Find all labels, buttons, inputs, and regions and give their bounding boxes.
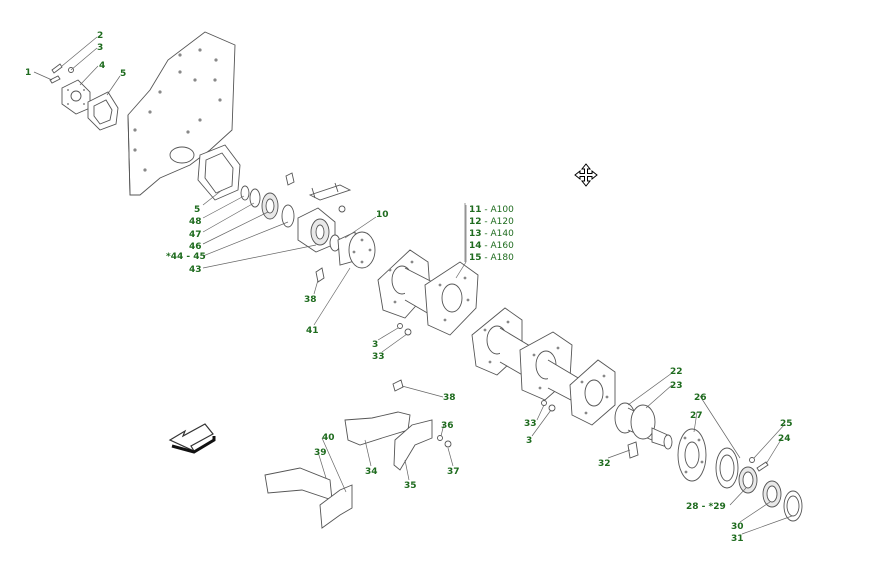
shaft-end-22-23 [614,402,673,450]
callout-43: 43 [189,265,202,275]
callout-labels: 1 2 3 4 5 5 48 47 46 *44 - 45 43 10 38 4… [25,31,793,544]
callout-30: 30 [731,522,744,532]
callout-46: 46 [189,242,202,252]
side-plate [127,31,236,196]
callout-5: 5 [120,69,126,79]
callout-44-45: *44 - 45 [166,252,206,262]
callout-35: 35 [404,481,417,491]
callout-25: 25 [780,419,793,429]
callout-36: 36 [441,421,454,431]
callout-26: 26 [694,393,707,403]
callout-10: 10 [376,210,389,220]
callout-1: 1 [25,68,31,78]
callout-33: 33 [372,352,385,362]
callout-2: 2 [97,31,103,41]
deflector-plates [264,411,433,529]
callout-33: 33 [524,419,537,429]
callout-3: 3 [97,43,103,53]
gasket-5 [87,91,119,131]
callout-34: 34 [365,467,378,477]
model-legend: 11 - A100 12 - A120 13 - A140 14 - A160 … [464,203,514,263]
gasket-plate [197,144,241,201]
callout-47: 47 [189,230,202,240]
bolts-middle [315,267,639,459]
leader-lines [33,36,793,535]
legend-row: 13 - A140 [469,229,514,239]
shaft-end-10 [329,231,376,269]
legend-row: 14 - A160 [469,241,514,251]
callout-40: 40 [322,433,335,443]
callout-32: 32 [598,459,611,469]
bearing-housing-right [677,428,803,522]
small-bracket [285,172,352,213]
callout-22: 22 [670,367,683,377]
callout-3: 3 [526,436,532,446]
rotor-tube-3 [547,359,616,426]
callout-27: 27 [690,411,703,421]
callout-24: 24 [778,434,791,444]
legend-row: 11 - A100 [469,205,514,215]
bearing-assembly [240,185,336,253]
rotor-tube-1 [377,249,479,336]
callout-41: 41 [306,326,319,336]
move-cursor-icon[interactable] [574,163,598,187]
bolts-1-2 [49,63,74,84]
callout-38: 38 [304,295,317,305]
bearing-flange-4 [61,79,91,115]
legend-row: 12 - A120 [469,217,514,227]
callout-4: 4 [99,61,105,71]
callout-38: 38 [443,393,456,403]
callout-37: 37 [447,467,460,477]
direction-arrow-icon [168,423,216,454]
callout-3: 3 [372,340,378,350]
callout-31: 31 [731,534,744,544]
legend-row: 15 - A180 [469,253,514,263]
callout-48: 48 [189,217,202,227]
callout-39: 39 [314,448,327,458]
callout-28-29: 28 - *29 [686,502,726,512]
callout-5: 5 [194,205,200,215]
callout-23: 23 [670,381,683,391]
